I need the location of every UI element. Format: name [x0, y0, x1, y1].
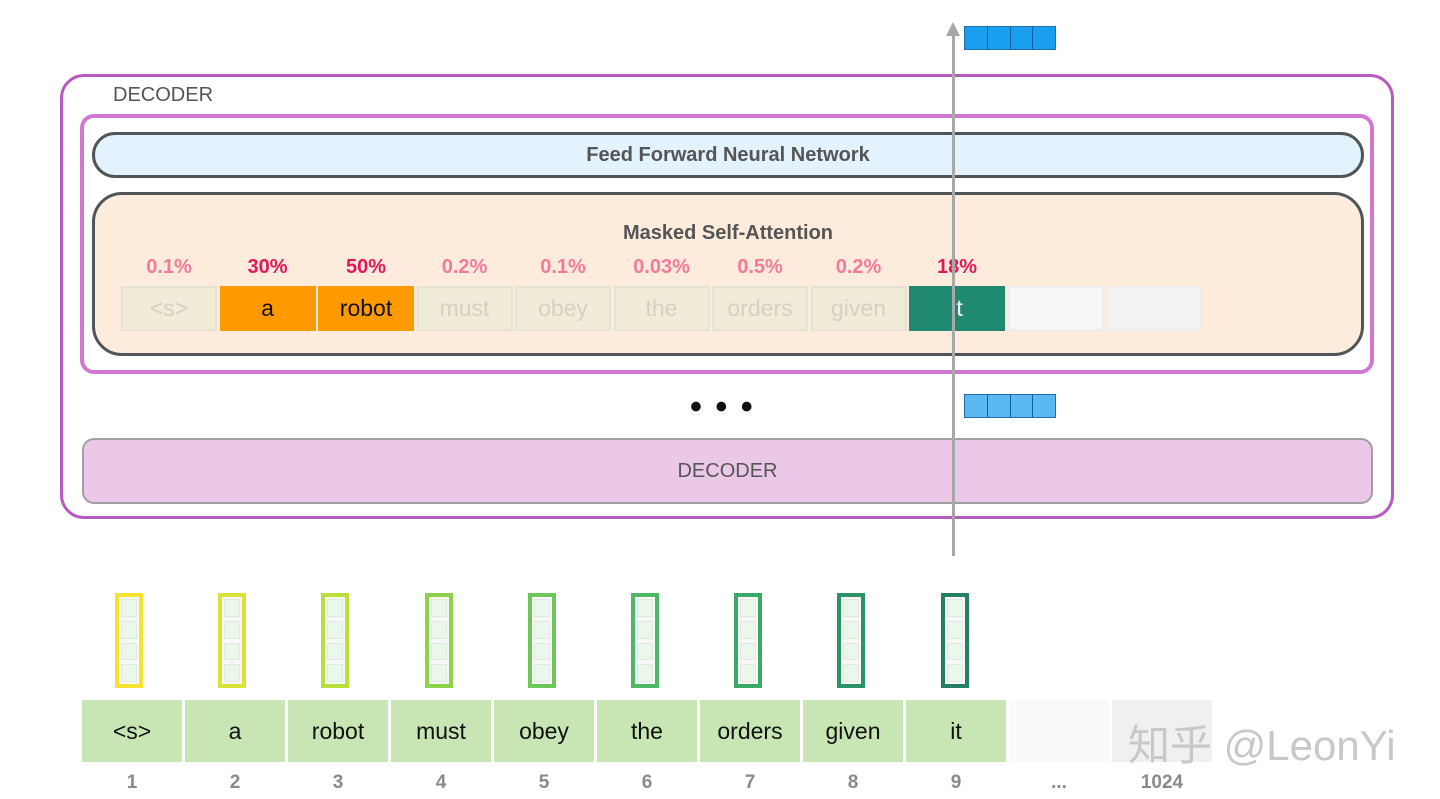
input-token	[1009, 700, 1109, 762]
position-index: 6	[641, 772, 653, 793]
position-index: 1	[126, 772, 138, 793]
layer-ellipsis: • • •	[690, 388, 755, 426]
attention-token: a	[219, 286, 316, 331]
attention-token	[1007, 286, 1104, 331]
attention-token	[1106, 286, 1202, 331]
input-token: orders	[700, 700, 800, 762]
attention-token: given	[810, 286, 907, 331]
intermediate-vector	[964, 394, 1056, 418]
position-index: 3	[332, 772, 344, 793]
output-vector	[964, 26, 1056, 50]
position-index: 5	[538, 772, 550, 793]
attention-token: must	[416, 286, 513, 331]
input-embedding-vector	[321, 593, 350, 688]
input-token: obey	[494, 700, 594, 762]
input-embedding-vector	[631, 593, 659, 688]
attention-weight: 50%	[345, 256, 387, 278]
decoder-block-box	[80, 114, 1374, 374]
flow-arrow-line	[952, 28, 955, 556]
attention-token: the	[613, 286, 710, 331]
input-embedding-vector	[734, 593, 763, 688]
watermark: 知乎 @LeonYi	[1128, 722, 1396, 769]
flow-arrow-head	[946, 22, 960, 36]
input-embedding-vector	[527, 593, 556, 688]
attention-weight: 0.1%	[540, 256, 586, 278]
position-index: ...	[1051, 772, 1067, 793]
position-index: 1024	[1140, 772, 1184, 793]
attention-weight: 0.2%	[441, 256, 488, 278]
input-token	[1112, 700, 1212, 762]
position-index: 9	[950, 772, 962, 793]
decoder-outer-label: DECODER	[113, 84, 214, 106]
attention-token: orders	[712, 286, 808, 331]
attention-weight: 0.5%	[737, 256, 783, 278]
decoder-outer-box	[60, 74, 1394, 519]
position-index: 2	[229, 772, 241, 793]
attention-token: <s>	[121, 286, 217, 331]
input-token: must	[391, 700, 491, 762]
input-token: robot	[288, 700, 388, 762]
ffnn-layer: Feed Forward Neural Network	[92, 132, 1364, 178]
attention-token: it	[909, 286, 1005, 331]
input-token: the	[597, 700, 697, 762]
position-index: 8	[847, 772, 859, 793]
input-embedding-vector	[424, 593, 453, 688]
attention-weight: 0.1%	[146, 256, 192, 278]
attention-token: robot	[318, 286, 414, 331]
attention-weight: 0.03%	[633, 256, 690, 278]
attention-weight: 30%	[247, 256, 288, 278]
input-token: <s>	[82, 700, 182, 762]
attention-weight: 0.2%	[835, 256, 882, 278]
input-embedding-vector	[940, 593, 969, 688]
input-token: given	[803, 700, 903, 762]
input-embedding-vector	[837, 593, 866, 688]
input-token: it	[906, 700, 1006, 762]
position-index: 4	[435, 772, 447, 793]
input-embedding-vector	[115, 593, 143, 688]
input-token: a	[185, 700, 285, 762]
attention-title: Masked Self-Attention	[622, 222, 834, 244]
attention-weight: 18%	[936, 256, 978, 278]
position-index: 7	[744, 772, 756, 793]
input-embedding-vector	[218, 593, 247, 688]
decoder-lower-box: DECODER	[82, 438, 1373, 504]
attention-token: obey	[515, 286, 611, 331]
